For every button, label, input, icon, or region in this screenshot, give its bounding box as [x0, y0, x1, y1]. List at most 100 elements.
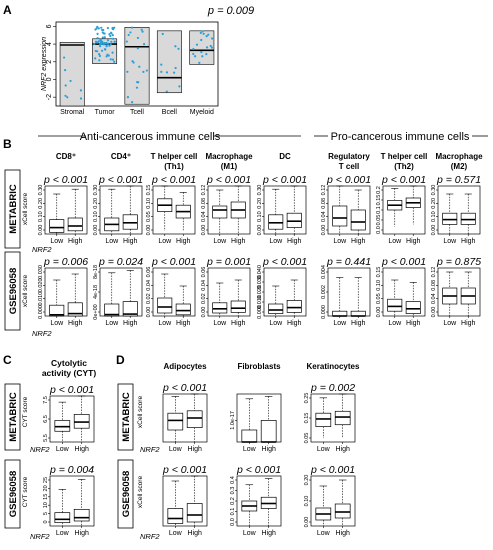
- y-tick-label: 0.30: [431, 185, 437, 196]
- data-point: [103, 32, 106, 35]
- y-tick-label: 0.010: [257, 295, 263, 309]
- box: [230, 300, 246, 313]
- data-point: [103, 41, 106, 45]
- y-tick-label: 0.10: [38, 211, 44, 222]
- y-tick-label: 0.0: [230, 518, 236, 526]
- column-title: (M1): [221, 162, 238, 171]
- data-point: [160, 63, 163, 66]
- y-tick-label: 0.4: [230, 476, 236, 484]
- y-tick-label: 0.30: [93, 185, 99, 196]
- p-value: p < 0.001: [326, 174, 371, 186]
- row-label-gse-d-text: GSE96058: [121, 471, 132, 517]
- y-tick-label: 0.04: [431, 293, 437, 304]
- y-tick-label: 0.06: [146, 267, 152, 278]
- plot-frame: [263, 185, 307, 235]
- data-point: [96, 50, 99, 53]
- row-label-metabric-b: [4, 169, 21, 249]
- row-label-gse-d: [117, 459, 134, 529]
- d-nrf2-bottom: NRF2: [140, 532, 160, 541]
- y-tick-label: 0.1: [230, 508, 236, 516]
- data-point: [142, 43, 146, 46]
- data-point: [79, 89, 83, 92]
- y-tick-label: 0.15: [376, 267, 382, 278]
- data-point: [161, 32, 164, 36]
- data-point: [103, 48, 107, 51]
- row-label-metabric-c-text: METABRIC: [8, 392, 19, 442]
- data-point: [200, 51, 203, 54]
- column-title: Keratinocytes: [307, 362, 360, 371]
- p-value: p = 0.571: [436, 174, 481, 186]
- p-value: p < 0.001: [162, 382, 207, 394]
- y-tick-label: 0.2: [376, 186, 382, 194]
- x-tick-label: High: [176, 238, 191, 245]
- d-nrf2-top: NRF2: [140, 445, 160, 454]
- x-tick-label: Myeloid: [190, 109, 214, 116]
- y-tick-label: 0.000: [321, 305, 327, 319]
- y-tick-label: 0.030: [257, 275, 263, 289]
- d-ylabel-bottom: xCell score: [137, 476, 144, 509]
- y-tick-label: 0.04: [146, 280, 152, 291]
- box: [460, 212, 476, 225]
- y-tick-label: 0.30: [257, 185, 263, 196]
- box: [59, 42, 85, 107]
- x-tick-label: Low: [333, 238, 347, 245]
- data-point: [96, 25, 99, 29]
- y-tick-label: 0.10: [146, 198, 152, 209]
- y-tick-label: 0.12: [321, 185, 327, 196]
- data-point: [174, 45, 177, 48]
- anti-group-label: Anti-cancerous immune cells: [80, 131, 221, 143]
- data-point: [106, 39, 110, 42]
- x-tick-label: Low: [105, 320, 119, 327]
- data-point: [199, 31, 202, 34]
- y-tick-label: 0.10: [257, 211, 263, 222]
- data-point: [192, 52, 195, 56]
- data-point: [165, 71, 169, 74]
- data-point: [66, 96, 69, 99]
- data-point: [198, 61, 201, 64]
- data-point: [201, 30, 204, 33]
- data-point: [96, 32, 99, 35]
- y-tick-label: 0: [43, 520, 49, 523]
- y-tick-label: 0.0: [376, 226, 382, 234]
- data-point: [129, 31, 132, 34]
- y-tick-label: 0.04: [321, 211, 327, 222]
- pro-group-label: Pro-cancerous immune cells: [331, 131, 470, 143]
- y-tick-label: 0.2: [230, 497, 236, 505]
- data-point: [205, 46, 209, 49]
- y-tick-label: 2: [46, 60, 53, 64]
- y-tick-label: 0.00: [146, 225, 152, 236]
- box: [268, 303, 284, 314]
- c-nrf2-bottom: NRF2: [30, 532, 50, 541]
- panel-c-letter: C: [3, 353, 12, 367]
- x-tick-label: High: [187, 446, 202, 453]
- x-tick-label: High: [123, 320, 138, 327]
- box: [67, 217, 83, 232]
- box: [186, 410, 203, 428]
- b-ylabel-top: xCell score: [22, 193, 29, 226]
- column-title: T helper cell: [151, 152, 198, 161]
- y-tick-label: 5.5: [43, 434, 49, 442]
- y-tick-label: 0.00: [431, 225, 437, 236]
- data-point: [130, 26, 134, 29]
- data-point: [105, 45, 108, 48]
- x-tick-label: High: [351, 320, 366, 327]
- panel-d-letter: D: [116, 353, 125, 367]
- x-tick-label: High: [74, 446, 89, 453]
- data-point: [69, 79, 72, 83]
- x-tick-label: High: [231, 238, 246, 245]
- box: [189, 30, 215, 65]
- data-point: [98, 54, 101, 58]
- y-tick-label: 0.10: [93, 211, 99, 222]
- y-tick-label: 0.020: [257, 285, 263, 299]
- column-title: T cell: [339, 162, 359, 171]
- data-point: [131, 101, 134, 104]
- p-value: p = 0.024: [98, 256, 143, 268]
- box: [350, 209, 366, 231]
- column-title: T helper cell: [381, 152, 428, 161]
- data-point: [178, 85, 181, 88]
- data-point: [160, 70, 163, 73]
- y-tick-label: 0.10: [431, 211, 437, 222]
- box: [405, 301, 421, 314]
- plot-frame: [327, 185, 371, 235]
